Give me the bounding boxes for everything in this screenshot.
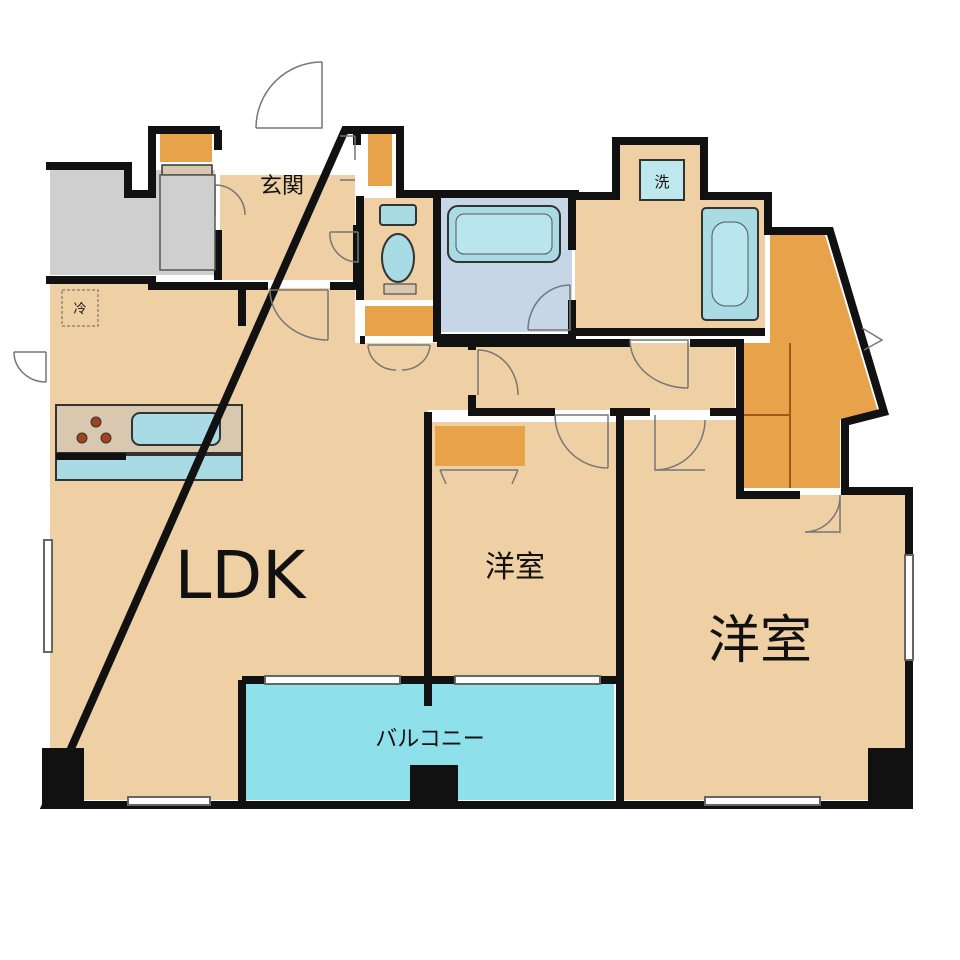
washer-label: 洗 (654, 173, 669, 191)
stove-burner-icon (76, 432, 88, 444)
bathtub-inner (455, 213, 553, 255)
balcony-top-wall (238, 676, 618, 805)
kitchen-sink (131, 412, 221, 446)
entrance-step (159, 174, 216, 271)
door-large-room (654, 415, 706, 471)
walls (39, 126, 913, 809)
corridor-top-wall (437, 339, 800, 499)
toilet-bowl (381, 233, 415, 283)
balcony-floor (245, 680, 614, 800)
hall-closet (365, 306, 433, 336)
label-large-room: 洋室 (708, 611, 812, 671)
door-walk-in (804, 494, 841, 533)
fridge-label: 冷 (73, 302, 86, 317)
door-small-closet (439, 469, 519, 485)
door-washroom (629, 339, 689, 389)
door-exterior-right (861, 327, 884, 351)
window-balcony-right (454, 675, 601, 685)
window-ldk-bottom (127, 796, 211, 806)
window-ldk-left (43, 539, 53, 653)
shoe-closet-left (160, 134, 212, 162)
door-shoe-closet (340, 135, 356, 181)
door-corridor (477, 349, 519, 396)
window-large-room-bottom (704, 796, 821, 806)
wall-blocks (42, 290, 912, 806)
room-labels: 玄関 LDK 洋室 洋室 バルコニー (175, 174, 812, 752)
washer-spot (639, 159, 685, 201)
toilet-mat (383, 283, 417, 295)
small-room-walls (424, 412, 624, 805)
toilet-tank (379, 204, 417, 226)
windows (43, 539, 914, 806)
window-balcony-left (264, 675, 401, 685)
corridor-floor (472, 343, 735, 410)
door-ldk-side (13, 351, 47, 383)
door-toilet (329, 231, 359, 263)
entrance-cabinet (161, 164, 213, 176)
label-small-room: 洋室 (485, 550, 545, 585)
label-genkan: 玄関 (260, 174, 304, 199)
closets (160, 134, 878, 488)
stove-burner-icon (90, 416, 102, 428)
outer-wall (39, 126, 913, 809)
small-room-closet (435, 426, 525, 466)
fridge-spot (61, 289, 99, 327)
kitchen-back-strip (56, 453, 126, 460)
walk-in-closet (740, 235, 878, 488)
front-door (255, 61, 323, 129)
entrance-floor (220, 175, 355, 280)
label-balcony: バルコニー (375, 727, 485, 752)
label-ldk: LDK (175, 537, 308, 614)
window-large-room-right (904, 554, 914, 661)
stove-burner-icon (100, 432, 112, 444)
entrance-walls (214, 130, 361, 290)
shoe-closet-right (368, 134, 392, 186)
door-entrance-ldk (269, 289, 329, 341)
small-room-floor (428, 422, 618, 680)
fixtures: 冷 洗 (55, 159, 759, 481)
door-hall-closet (367, 344, 431, 371)
wet-area-walls (356, 196, 576, 342)
door-bath (527, 284, 571, 331)
door-small-room (554, 414, 609, 469)
vanity-basin-inner (711, 221, 749, 307)
